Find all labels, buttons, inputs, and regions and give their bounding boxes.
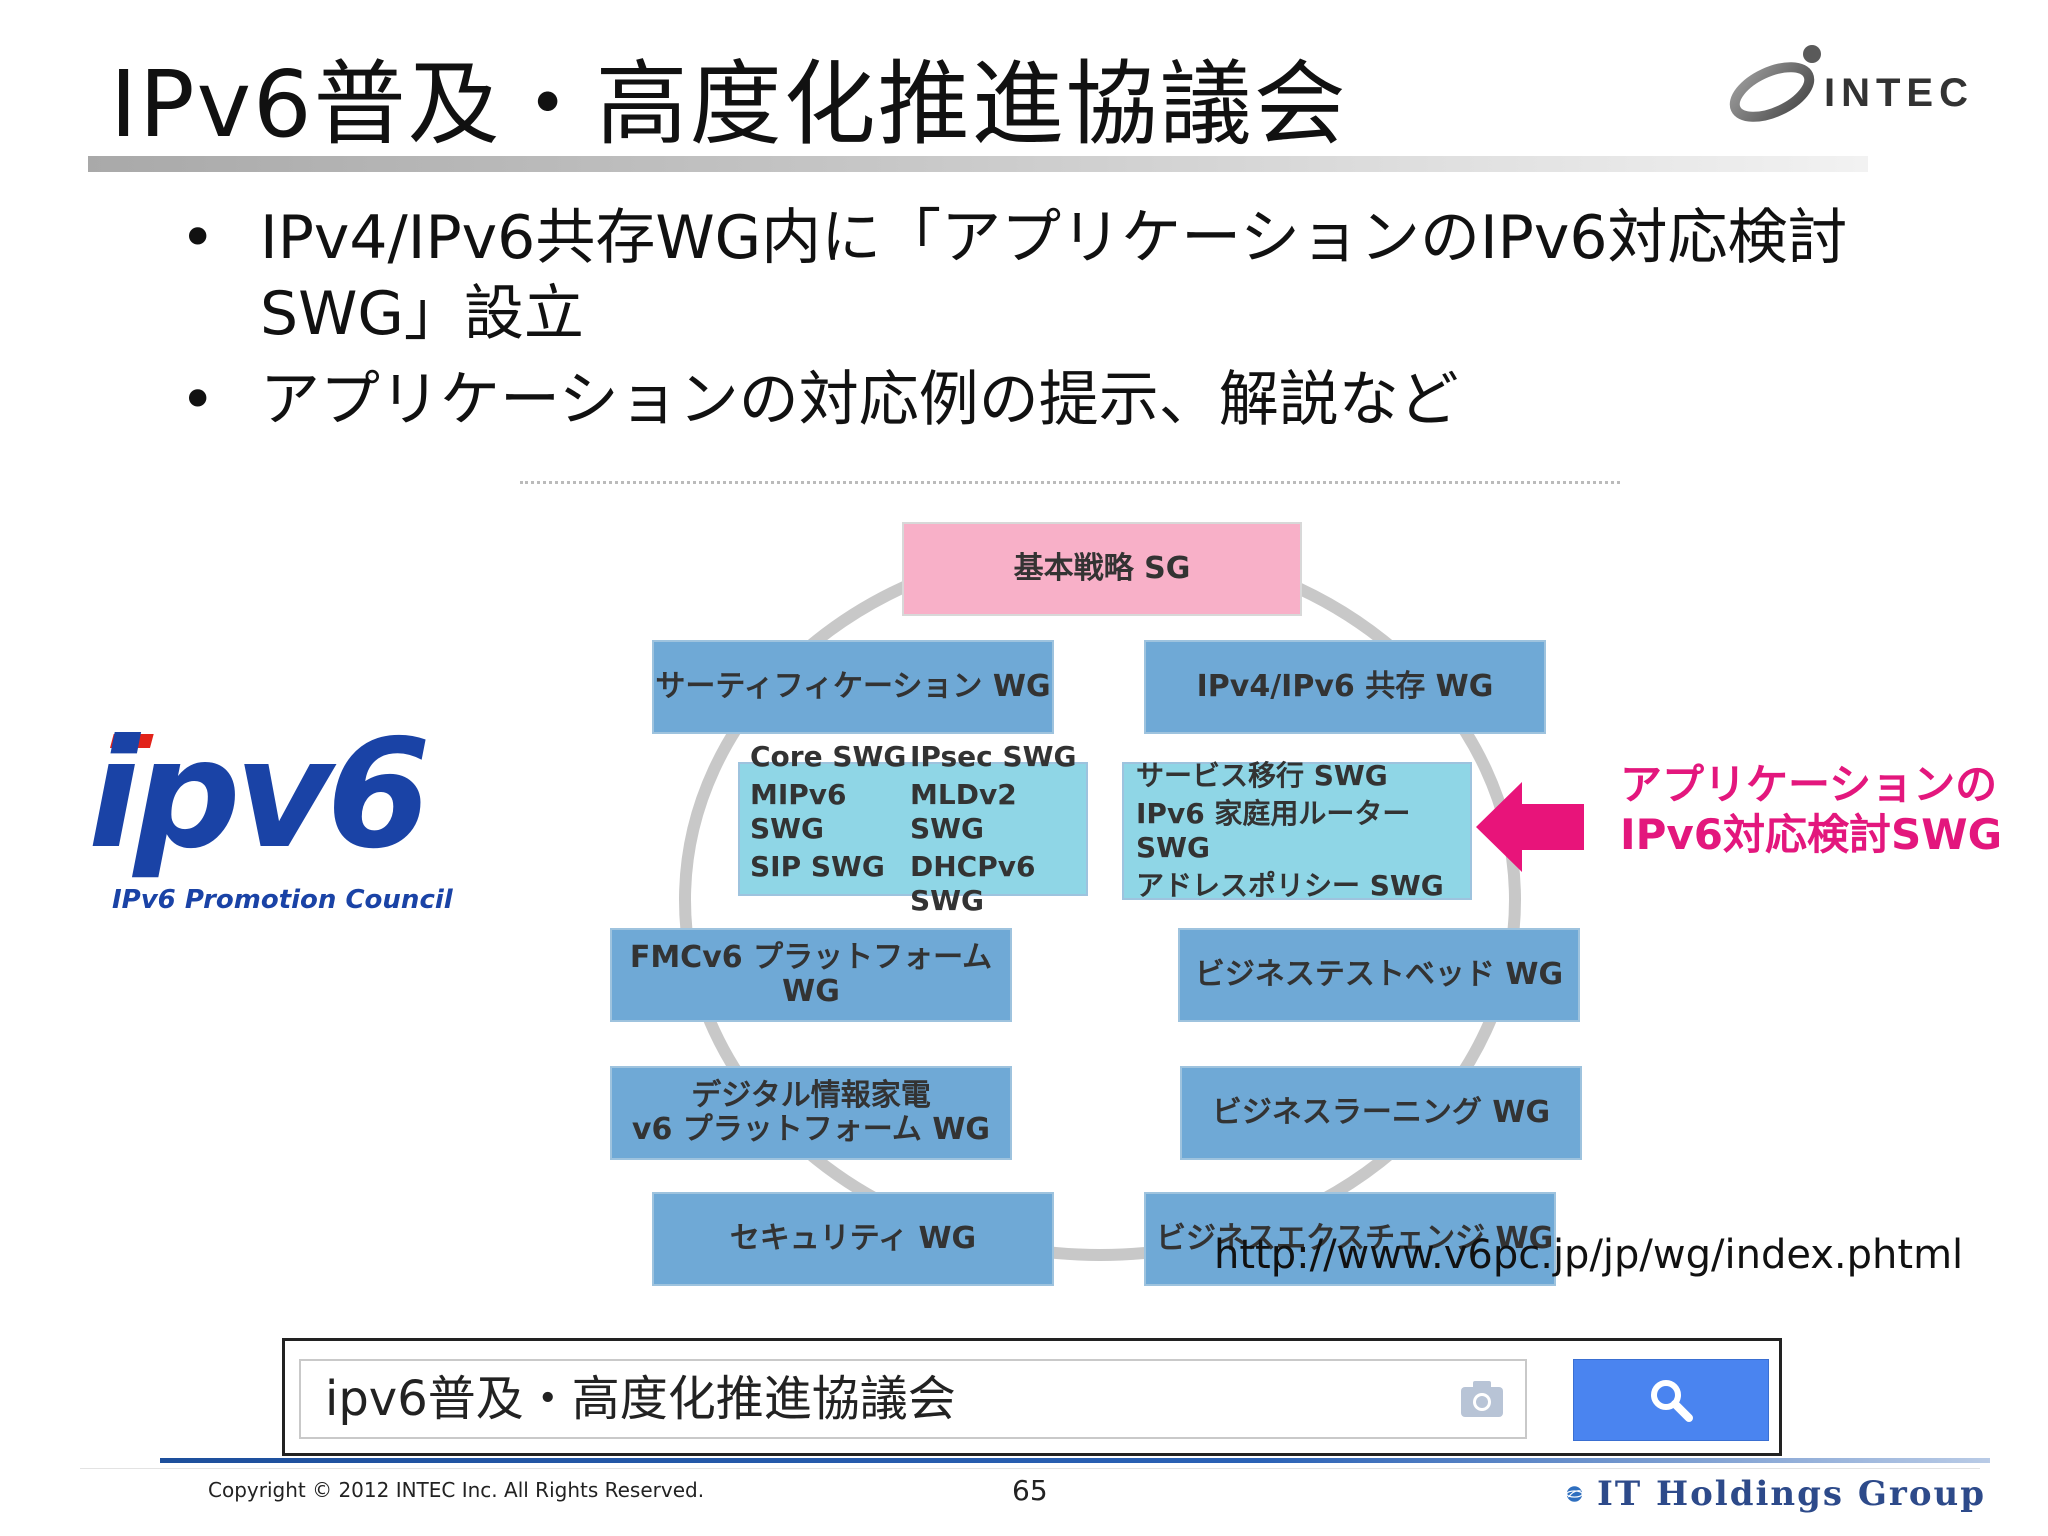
callout-line: アプリケーションの	[1620, 760, 1998, 809]
swg-label: MLDv2 SWG	[910, 778, 1017, 845]
it-holdings-logo: IT Holdings Group	[1566, 1464, 1986, 1524]
wg-exchange-box: ビジネスエクスチェンジ WG	[1144, 1192, 1556, 1286]
swg-label: IPv6 家庭用ルーター SWG	[1136, 797, 1411, 864]
intec-logo-text: INTEC	[1824, 71, 1974, 115]
swg-label: IPsec SWG	[910, 740, 1077, 773]
wg-label: FMCv6 プラットフォーム WG	[629, 940, 993, 1009]
intec-logo: INTEC	[1728, 40, 2028, 130]
swg-label: SIP SWG	[750, 850, 885, 883]
swg-label: DHCPv6 SWG	[910, 850, 1036, 917]
wg-label: ビジネスラーニング WG	[1211, 1095, 1551, 1130]
search-button[interactable]	[1573, 1359, 1769, 1441]
footer-rule	[160, 1458, 1990, 1463]
intec-swoosh-icon: INTEC	[1729, 45, 1974, 122]
camera-icon[interactable]	[1459, 1379, 1505, 1419]
wg-learning-box: ビジネスラーニング WG	[1180, 1066, 1582, 1160]
wg-label: IPv4/IPv6 共存 WG	[1196, 669, 1494, 704]
wg-fmc-box: FMCv6 プラットフォーム WG	[610, 928, 1012, 1022]
globe-icon	[1566, 1486, 1583, 1502]
bullet-text: アプリケーションの対応例の提示、解説など	[260, 365, 1459, 435]
source-url[interactable]: http://www.v6pc.jp/jp/wg/index.phtml	[1214, 1232, 1964, 1278]
wg-org-chart: 基本戦略 SG サーティフィケーション WG IPv4/IPv6 共存 WG C…	[600, 510, 1680, 1310]
bullet-dot-icon: •	[180, 203, 216, 273]
page-number: 65	[1012, 1474, 1048, 1507]
swg-label: サービス移行 SWG	[1136, 759, 1388, 792]
bullet-text: IPv4/IPv6共存WG内に「アプリケーションのIPv6対応検討SWG」設立	[260, 203, 1848, 349]
slide-title: IPv6普及・高度化推進協議会	[110, 51, 1348, 158]
wg-label: v6 プラットフォーム WG	[631, 1112, 991, 1147]
bullet-dot-icon: •	[180, 365, 216, 435]
copyright-text: Copyright © 2012 INTEC Inc. All Rights R…	[208, 1478, 705, 1502]
callout-text: アプリケーションの IPv6対応検討SWG	[1620, 760, 2002, 860]
wg-label: ビジネスエクスチェンジ WG	[1156, 1221, 1554, 1256]
sg-label: 基本戦略 SG	[1013, 551, 1191, 586]
title-underline	[88, 156, 1868, 172]
search-bar: ipv6普及・高度化推進協議会	[282, 1338, 1782, 1456]
wg-coexist-box: IPv4/IPv6 共存 WG	[1144, 640, 1546, 734]
wg-label: ビジネステストベッド WG	[1194, 957, 1564, 992]
wg-digital-box: デジタル情報家電 v6 プラットフォーム WG	[610, 1066, 1012, 1160]
wg-testbed-box: ビジネステストベッド WG	[1178, 928, 1580, 1022]
logo-red-bar	[109, 734, 154, 748]
bullet-item: • アプリケーションの対応例の提示、解説など	[180, 362, 1920, 438]
search-icon	[1651, 1380, 1693, 1422]
arrow-left-icon	[1476, 782, 1584, 872]
dotted-divider	[520, 481, 1620, 484]
wg-security-box: セキュリティ WG	[652, 1192, 1054, 1286]
swg-label: Core SWG	[750, 740, 907, 773]
ipv6-wordmark: ipv6	[88, 718, 427, 882]
sg-strategy-box: 基本戦略 SG	[902, 522, 1302, 616]
footer-rule-thin	[80, 1468, 1980, 1469]
wg-label: サーティフィケーション WG	[655, 669, 1051, 704]
wg-label: デジタル情報家電	[691, 1078, 931, 1113]
search-input[interactable]: ipv6普及・高度化推進協議会	[299, 1359, 1527, 1439]
ipv6-tagline: IPv6 Promotion Council	[112, 885, 454, 915]
wg-certification-box: サーティフィケーション WG	[652, 640, 1054, 734]
swg-label: MIPv6 SWG	[750, 778, 847, 845]
ipv6-promotion-council-logo: ipv6 IPv6 Promotion Council	[88, 708, 528, 918]
group-name: IT Holdings Group	[1596, 1474, 1986, 1514]
swg-right-box: サービス移行 SWG IPv6 家庭用ルーター SWG アドレスポリシー SWG	[1122, 759, 1472, 902]
swg-left-box: Core SWG IPsec SWG MIPv6 SWG MLDv2 SWG S…	[738, 740, 1088, 917]
bullet-item: • IPv4/IPv6共存WG内に「アプリケーションのIPv6対応検討SWG」設…	[180, 200, 1920, 352]
swg-label: アドレスポリシー SWG	[1136, 869, 1444, 902]
search-query-text: ipv6普及・高度化推進協議会	[325, 1371, 956, 1427]
callout-line: IPv6対応検討SWG	[1620, 810, 2003, 859]
wg-label: セキュリティ WG	[729, 1221, 977, 1256]
bullet-list: • IPv4/IPv6共存WG内に「アプリケーションのIPv6対応検討SWG」設…	[180, 200, 1920, 448]
